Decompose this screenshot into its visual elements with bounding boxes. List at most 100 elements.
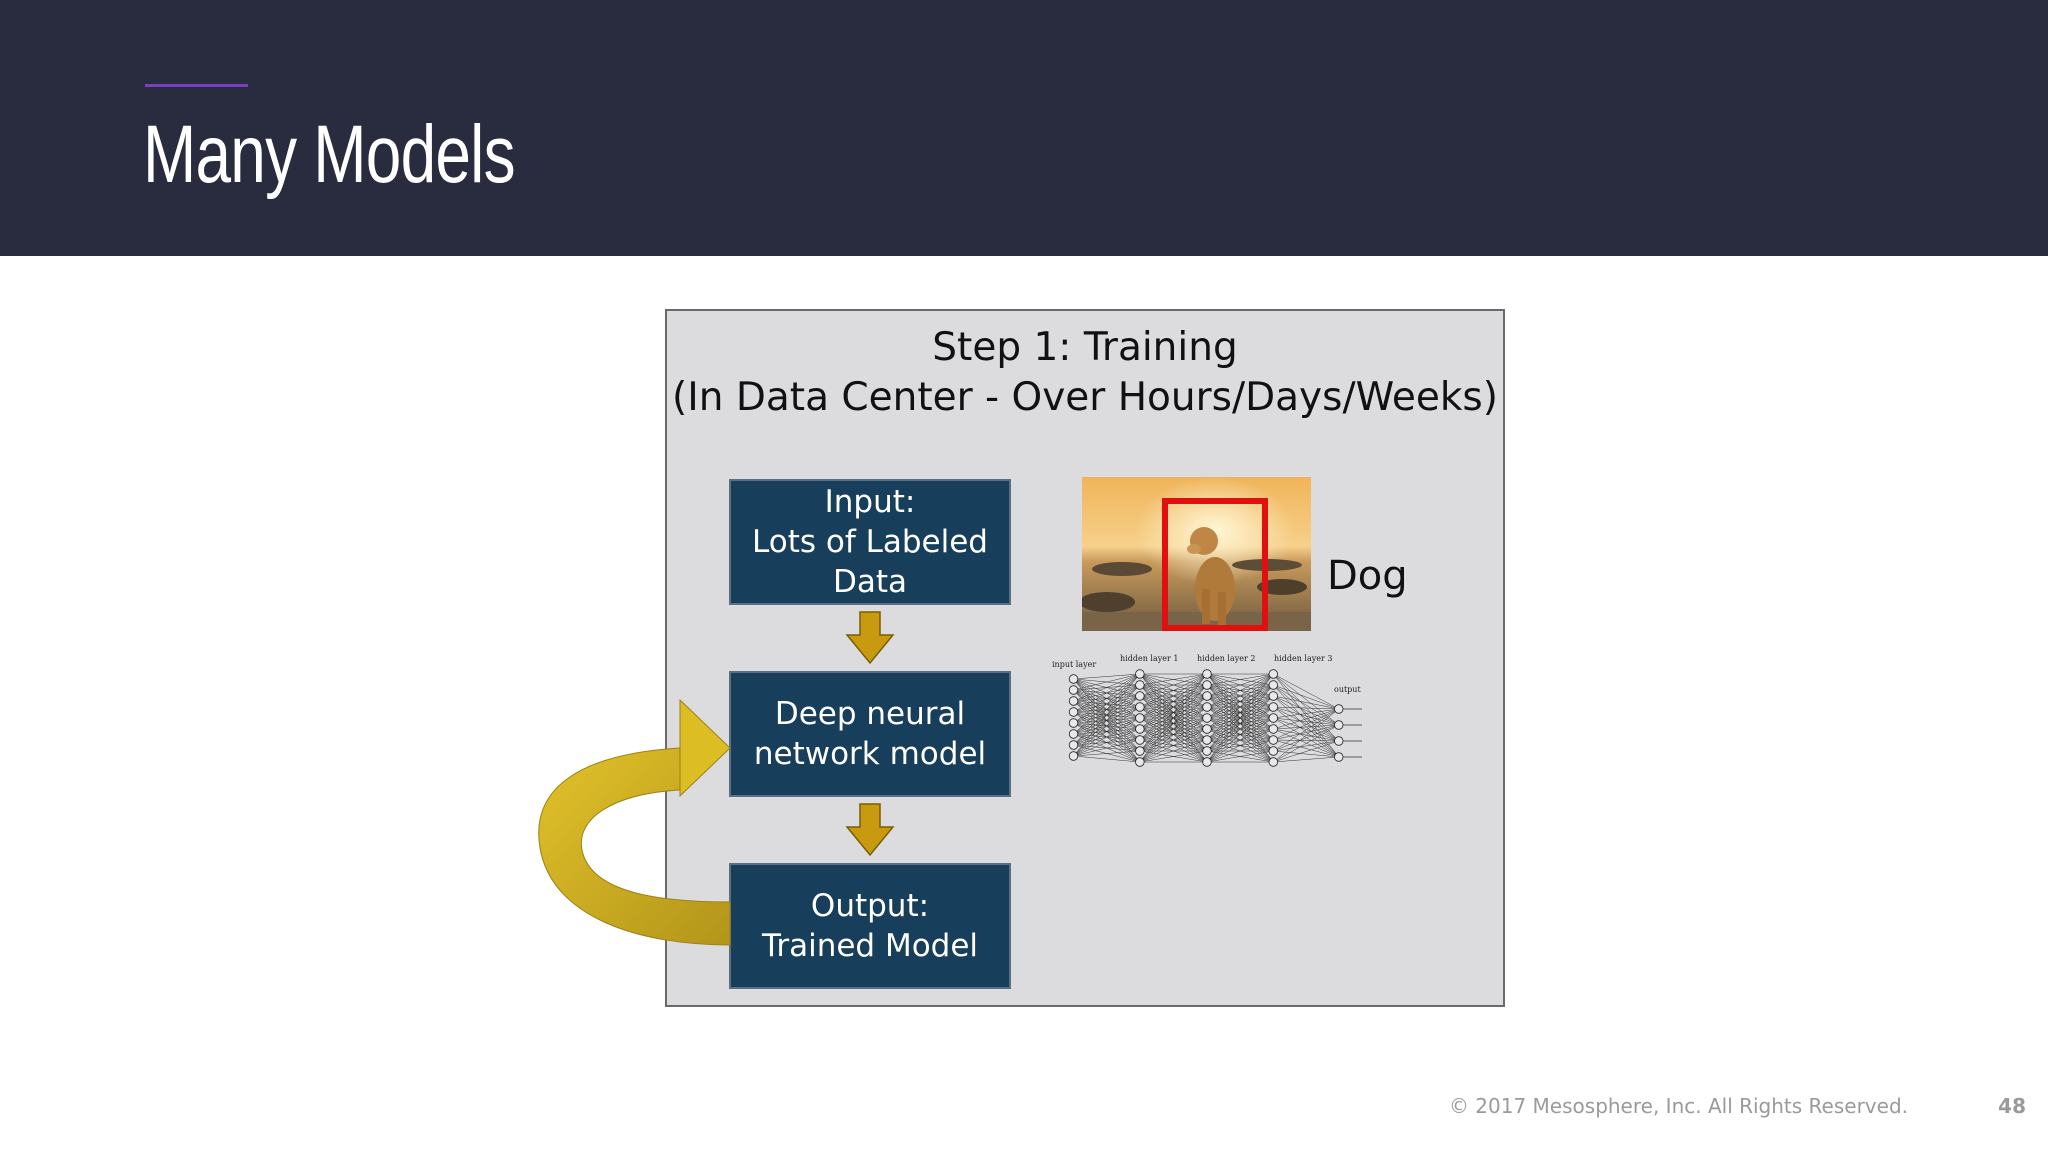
neural-network-diagram: input layer hidden layer 1 hidden layer …	[1052, 654, 1362, 767]
network-node	[1268, 735, 1279, 745]
network-edge	[1073, 728, 1140, 757]
network-edge	[1206, 739, 1274, 763]
network-edge	[1073, 673, 1140, 691]
network-edge	[1206, 673, 1274, 752]
figure-subtitle: (In Data Center - Over Hours/Days/Weeks)	[672, 375, 1498, 420]
output-box-line: Output:	[810, 888, 930, 924]
network-edge	[1273, 695, 1339, 726]
network-edge	[1273, 739, 1339, 758]
network-edge	[1273, 724, 1339, 763]
network-node	[1202, 691, 1212, 701]
network-edge	[1073, 673, 1141, 757]
network-edge	[1273, 740, 1339, 752]
network-edge	[1273, 750, 1339, 758]
network-edge	[1206, 673, 1274, 763]
network-edge	[1139, 739, 1208, 763]
network-edge	[1139, 717, 1208, 763]
network-edge	[1273, 717, 1339, 758]
network-edge	[1139, 750, 1208, 763]
hidden-layer-3-label: hidden layer 3	[1274, 654, 1332, 663]
slide-title: Many Models	[143, 109, 516, 200]
dog-label: Dog	[1327, 553, 1408, 599]
network-node	[1068, 707, 1079, 717]
network-edge	[1139, 673, 1208, 697]
network-node	[1135, 702, 1145, 712]
network-edge	[1206, 728, 1274, 763]
hidden-layer-1-label: hidden layer 1	[1120, 654, 1178, 663]
network-edge	[1273, 695, 1339, 758]
down-arrow-1	[845, 611, 895, 665]
output-box-line: Trained Model	[761, 928, 979, 964]
network-edge	[1273, 708, 1339, 719]
network-node	[1202, 735, 1212, 745]
network-edge	[1073, 673, 1141, 735]
network-node	[1135, 724, 1145, 734]
feedback-arrow	[538, 698, 731, 946]
model-box: Deep neural network model	[729, 671, 1011, 797]
network-edge	[1073, 673, 1140, 702]
network-edge	[1139, 673, 1208, 752]
down-arrow-2	[845, 803, 895, 857]
network-node	[1202, 713, 1212, 723]
input-box-line: Lots of Labeled	[752, 524, 988, 560]
network-edge	[1206, 695, 1274, 763]
network-edge	[1206, 673, 1274, 697]
network-edge	[1139, 684, 1208, 763]
page-number: 48	[1998, 1094, 2026, 1118]
network-edge	[1273, 717, 1339, 726]
network-edge	[1206, 673, 1274, 719]
network-edge	[1073, 717, 1140, 757]
network-node	[1334, 720, 1344, 730]
network-node	[1068, 696, 1079, 706]
network-node	[1202, 724, 1212, 734]
input-layer-label: input layer	[1052, 660, 1096, 669]
network-edge	[1206, 717, 1274, 763]
network-edge	[1273, 756, 1339, 763]
network-edge	[1139, 706, 1208, 763]
network-node	[1068, 685, 1079, 695]
network-node	[1334, 704, 1344, 714]
network-node	[1135, 691, 1145, 701]
network-edge	[1073, 673, 1140, 680]
network-edge	[1073, 673, 1141, 746]
network-node	[1202, 669, 1212, 679]
network-edge	[1273, 673, 1339, 710]
network-edge	[1139, 728, 1208, 763]
network-edge	[1273, 706, 1339, 726]
network-node	[1268, 724, 1279, 734]
network-node	[1268, 691, 1279, 701]
network-edge	[1206, 673, 1274, 708]
network-edge	[1273, 728, 1339, 742]
hidden-layer-2-label: hidden layer 2	[1197, 654, 1255, 663]
input-box: Input: Lots of Labeled Data	[729, 479, 1011, 605]
network-node	[1068, 729, 1079, 739]
network-node	[1202, 757, 1212, 767]
network-node	[1334, 752, 1344, 762]
network-edge	[1206, 684, 1274, 763]
network-edge	[1273, 724, 1339, 730]
network-edge	[1073, 739, 1140, 757]
dog-photo	[1082, 477, 1311, 631]
network-edge	[1139, 673, 1208, 686]
network-edge	[1273, 708, 1339, 741]
network-edge	[1073, 673, 1140, 724]
output-layer-label: output layer	[1334, 685, 1362, 694]
network-node	[1068, 751, 1079, 761]
network-edge	[1206, 673, 1274, 686]
network-edge	[1273, 684, 1339, 726]
network-node	[1268, 746, 1279, 756]
network-edge	[1273, 673, 1339, 726]
output-box: Output: Trained Model	[729, 863, 1011, 989]
network-edge	[1273, 708, 1339, 752]
network-node	[1268, 702, 1279, 712]
network-edge	[1273, 684, 1339, 758]
network-edge	[1073, 755, 1140, 763]
network-node	[1334, 736, 1344, 746]
network-node	[1135, 757, 1145, 767]
slide-header: Many Models	[0, 0, 2048, 256]
network-edge	[1073, 695, 1141, 757]
figure-title: Step 1: Training	[932, 325, 1238, 370]
network-edge	[1273, 684, 1339, 742]
network-edge	[1273, 695, 1339, 742]
network-edge	[1273, 728, 1339, 758]
